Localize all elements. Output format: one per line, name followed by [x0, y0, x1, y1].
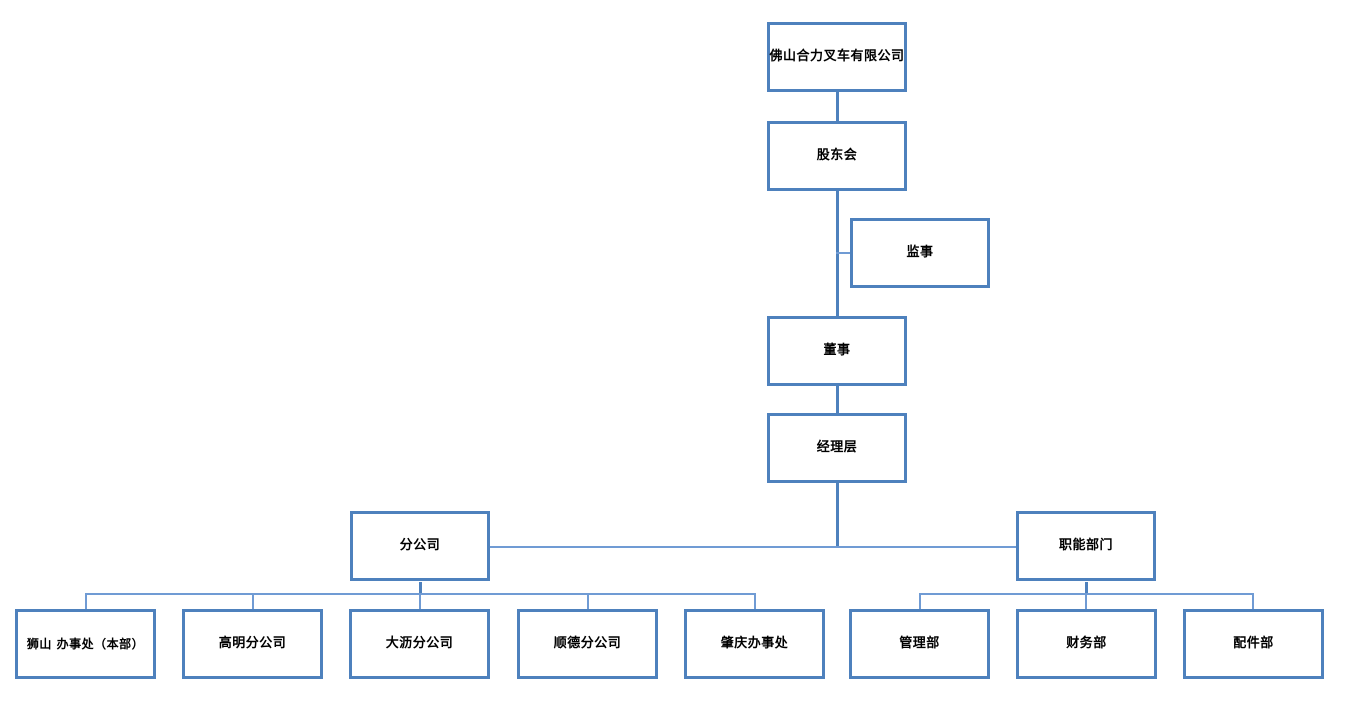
connector-director-to-management: [836, 385, 839, 414]
connector-functiongroup-drop: [1085, 582, 1088, 594]
connector-department-drop-3: [1252, 593, 1254, 610]
node-functional-departments-group-label: 职能部门: [1058, 538, 1113, 554]
connector-department-drop-2: [1085, 593, 1087, 610]
connector-branch-drop-5: [754, 593, 756, 610]
connector-branch-drop-4: [587, 593, 589, 610]
node-branch-4[interactable]: 顺德分公司: [517, 609, 658, 679]
node-shareholders-meeting-label: 股东会: [816, 148, 858, 164]
node-management-layer-label: 经理层: [816, 440, 858, 456]
node-department-2-label: 财务部: [1066, 636, 1107, 652]
node-company-label: 佛山合力叉车有限公司: [769, 49, 905, 65]
node-supervisor[interactable]: 监事: [850, 218, 990, 288]
node-branch-2[interactable]: 高明分公司: [182, 609, 323, 679]
node-branch-5[interactable]: 肇庆办事处: [684, 609, 825, 679]
connector-branchgroup-drop: [419, 582, 422, 594]
node-functional-departments-group[interactable]: 职能部门: [1016, 511, 1156, 581]
node-department-3-label: 配件部: [1233, 636, 1274, 652]
node-shareholders-meeting[interactable]: 股东会: [767, 121, 907, 191]
node-department-1[interactable]: 管理部: [849, 609, 990, 679]
node-branch-5-label: 肇庆办事处: [720, 636, 789, 652]
node-management-layer[interactable]: 经理层: [767, 413, 907, 483]
connector-branch-drop-1: [85, 593, 87, 610]
node-branch-3[interactable]: 大沥分公司: [349, 609, 490, 679]
connector-level-split-bar: [490, 546, 1018, 548]
connector-company-to-shareholders: [836, 92, 839, 122]
node-branch-4-label: 顺德分公司: [553, 636, 622, 652]
node-department-2[interactable]: 财务部: [1016, 609, 1157, 679]
node-branch-1-label: 狮山 办事处（本部）: [26, 636, 145, 651]
node-director-label: 董事: [823, 343, 851, 359]
connector-shareholders-trunk: [836, 190, 839, 318]
connector-branch-drop-2: [252, 593, 254, 610]
node-branch-3-label: 大沥分公司: [385, 636, 454, 652]
node-company[interactable]: 佛山合力叉车有限公司: [767, 22, 907, 92]
connector-department-drop-1: [919, 593, 921, 610]
connector-branch-drop-3: [419, 593, 421, 610]
node-supervisor-label: 监事: [906, 245, 934, 261]
connector-trunk-to-supervisor: [836, 252, 852, 254]
node-department-1-label: 管理部: [899, 636, 940, 652]
node-branch-2-label: 高明分公司: [218, 636, 287, 652]
node-branch-1[interactable]: 狮山 办事处（本部）: [15, 609, 156, 679]
node-branch-companies-group[interactable]: 分公司: [350, 511, 490, 581]
node-director[interactable]: 董事: [767, 316, 907, 386]
node-department-3[interactable]: 配件部: [1183, 609, 1324, 679]
node-branch-companies-group-label: 分公司: [399, 538, 441, 554]
connector-management-drop: [836, 483, 839, 547]
